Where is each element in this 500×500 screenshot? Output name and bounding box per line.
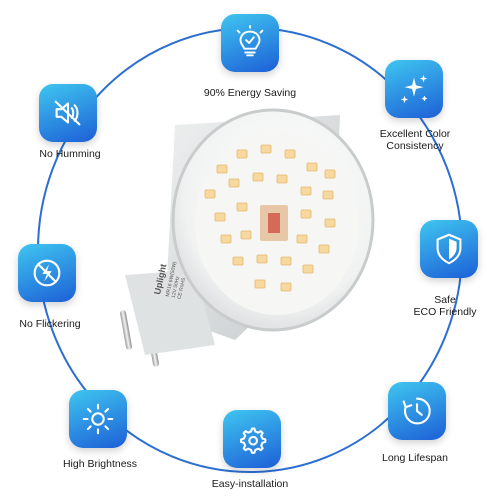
color-consistency-line-1: Excellent Color [379, 128, 451, 140]
long-lifespan-badge [388, 382, 446, 440]
safe-eco-line-2: ECO Friendly [413, 306, 477, 318]
safe-eco-badge [420, 220, 478, 278]
long-lifespan-label: Long Lifespan [382, 452, 448, 464]
bulb-spec-line-3: CE RoHS [177, 277, 188, 300]
bulb-spec-line-2: 12V 50Hz [171, 275, 182, 298]
color-consistency-line-2: Consistency [386, 140, 444, 152]
energy-saving-badge [221, 14, 279, 72]
high-brightness-label: High Brightness [62, 458, 138, 470]
safe-eco-line-1: Safe [434, 294, 456, 306]
no-flickering-label: No Flickering [19, 318, 81, 330]
lightbulb-check-icon [236, 24, 264, 57]
no-humming-label: No Humming [39, 148, 101, 160]
sparkles-icon [400, 74, 428, 104]
color-consistency-badge [385, 60, 443, 118]
safe-eco-label: Safe ECO Friendly [395, 294, 495, 318]
no-flickering-badge [18, 244, 76, 302]
no-humming-badge [39, 84, 97, 142]
led-bulb-image: Uplight MR16 6W(50W) 12V 50Hz CE RoHS [120, 108, 375, 367]
color-consistency-label: Excellent Color Consistency [355, 128, 475, 152]
sun-icon [82, 403, 114, 435]
speaker-mute-icon [54, 100, 81, 126]
shield-icon [436, 233, 462, 265]
gear-wrench-icon [240, 427, 267, 454]
easy-installation-label: Easy-installation [211, 478, 289, 490]
timer-icon [402, 397, 431, 425]
energy-saving-label: 90% Energy Saving [203, 87, 297, 99]
flicker-off-icon [33, 259, 61, 287]
easy-installation-badge [223, 410, 281, 468]
high-brightness-badge [69, 390, 127, 448]
